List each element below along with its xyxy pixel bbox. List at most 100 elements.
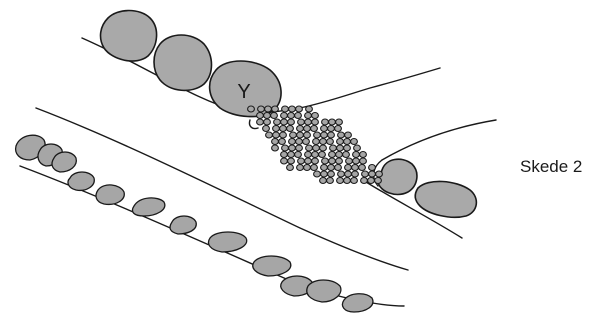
granule bbox=[306, 106, 313, 112]
granule bbox=[344, 145, 351, 151]
granule bbox=[359, 165, 366, 171]
granule bbox=[329, 158, 336, 164]
granule bbox=[329, 119, 336, 125]
granule bbox=[327, 178, 334, 184]
granule bbox=[298, 119, 305, 125]
granule bbox=[312, 158, 319, 164]
granule bbox=[335, 126, 342, 132]
granule bbox=[289, 139, 296, 145]
granule bbox=[313, 139, 320, 145]
granule bbox=[337, 145, 344, 151]
granule bbox=[296, 145, 303, 151]
granule bbox=[297, 126, 304, 132]
granule bbox=[321, 132, 328, 138]
granule bbox=[272, 106, 279, 112]
granule bbox=[336, 152, 343, 158]
granule bbox=[335, 165, 342, 171]
pebble bbox=[52, 152, 76, 172]
granule bbox=[279, 139, 286, 145]
granule bbox=[273, 132, 280, 138]
granule bbox=[296, 106, 303, 112]
granule bbox=[346, 158, 353, 164]
granule bbox=[305, 152, 312, 158]
granule bbox=[337, 139, 344, 145]
granule bbox=[345, 132, 352, 138]
granule bbox=[295, 113, 302, 119]
granule bbox=[351, 178, 358, 184]
granule bbox=[328, 171, 335, 177]
granule bbox=[312, 152, 319, 158]
granule bbox=[328, 165, 335, 171]
granule bbox=[321, 165, 328, 171]
granule-cluster bbox=[248, 106, 383, 184]
granule bbox=[330, 145, 337, 151]
granule bbox=[265, 106, 272, 112]
granule bbox=[305, 119, 312, 125]
granule bbox=[264, 119, 271, 125]
figure-caption: Skede 2 bbox=[520, 157, 582, 176]
granule bbox=[297, 132, 304, 138]
granule bbox=[352, 165, 359, 171]
granule bbox=[311, 126, 318, 132]
granule bbox=[322, 119, 329, 125]
granule bbox=[305, 158, 312, 164]
granule bbox=[311, 165, 318, 171]
granule bbox=[312, 113, 319, 119]
granule bbox=[328, 126, 335, 132]
granule bbox=[369, 165, 376, 171]
granule bbox=[354, 145, 361, 151]
granule bbox=[282, 145, 289, 151]
granule bbox=[266, 132, 273, 138]
granule bbox=[352, 171, 359, 177]
granule bbox=[360, 158, 367, 164]
granule bbox=[248, 106, 255, 112]
granule bbox=[321, 126, 328, 132]
granule bbox=[272, 139, 279, 145]
granule bbox=[297, 165, 304, 171]
granule bbox=[271, 113, 278, 119]
granule bbox=[314, 171, 321, 177]
granule bbox=[362, 171, 369, 177]
granule bbox=[303, 139, 310, 145]
granule bbox=[345, 171, 352, 177]
granule bbox=[320, 178, 327, 184]
granule bbox=[345, 165, 352, 171]
granule bbox=[257, 119, 264, 125]
granule bbox=[288, 152, 295, 158]
granule bbox=[289, 145, 296, 151]
large-stone-2 bbox=[154, 35, 212, 90]
granule bbox=[369, 171, 376, 177]
granule bbox=[295, 152, 302, 158]
pebble bbox=[307, 280, 341, 302]
granule bbox=[306, 145, 313, 151]
granule bbox=[320, 145, 327, 151]
pebble-chain bbox=[16, 135, 373, 312]
right-channel-upper-line bbox=[382, 120, 496, 160]
large-stone-1 bbox=[101, 11, 157, 62]
granule bbox=[288, 113, 295, 119]
granule bbox=[320, 139, 327, 145]
granule bbox=[304, 165, 311, 171]
granule bbox=[368, 178, 375, 184]
granule bbox=[287, 126, 294, 132]
granule bbox=[376, 171, 383, 177]
granule bbox=[327, 139, 334, 145]
granule bbox=[273, 126, 280, 132]
granule bbox=[304, 126, 311, 132]
granule bbox=[280, 126, 287, 132]
granule bbox=[344, 178, 351, 184]
granule bbox=[336, 158, 343, 164]
granule bbox=[280, 132, 287, 138]
granule bbox=[336, 119, 343, 125]
granule bbox=[328, 132, 335, 138]
granule bbox=[312, 119, 319, 125]
granule bbox=[296, 139, 303, 145]
right-stone-2 bbox=[415, 181, 476, 217]
right-stone-1 bbox=[378, 159, 417, 194]
granule bbox=[288, 158, 295, 164]
granule bbox=[282, 106, 289, 112]
granule bbox=[338, 132, 345, 138]
granule bbox=[375, 178, 382, 184]
granule bbox=[281, 152, 288, 158]
granule bbox=[313, 145, 320, 151]
